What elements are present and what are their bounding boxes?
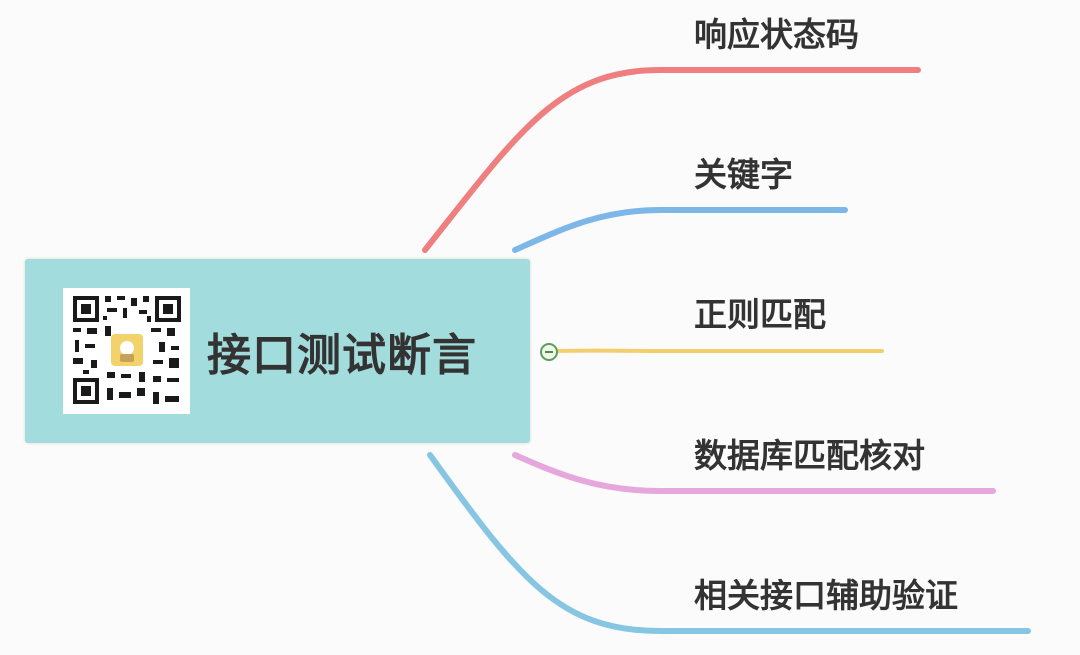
- qr-code-image: [63, 288, 190, 414]
- branch-label-related-api-verify[interactable]: 相关接口辅助验证: [694, 576, 958, 615]
- collapse-toggle-minus-icon[interactable]: [540, 343, 558, 361]
- branch-label-keyword[interactable]: 关键字: [694, 155, 793, 194]
- connector-related-api-verify: [427, 452, 1031, 634]
- branch-label-regex-match[interactable]: 正则匹配: [694, 295, 826, 334]
- connector-response-status-code: [422, 67, 921, 253]
- connector-database-check: [512, 452, 996, 494]
- branch-label-database-check[interactable]: 数据库匹配核对: [694, 436, 925, 475]
- branch-label-response-status-code[interactable]: 响应状态码: [694, 15, 859, 54]
- connector-keyword: [512, 207, 848, 253]
- root-title: 接口测试断言: [207, 330, 477, 381]
- root-node[interactable]: 接口测试断言: [25, 259, 530, 443]
